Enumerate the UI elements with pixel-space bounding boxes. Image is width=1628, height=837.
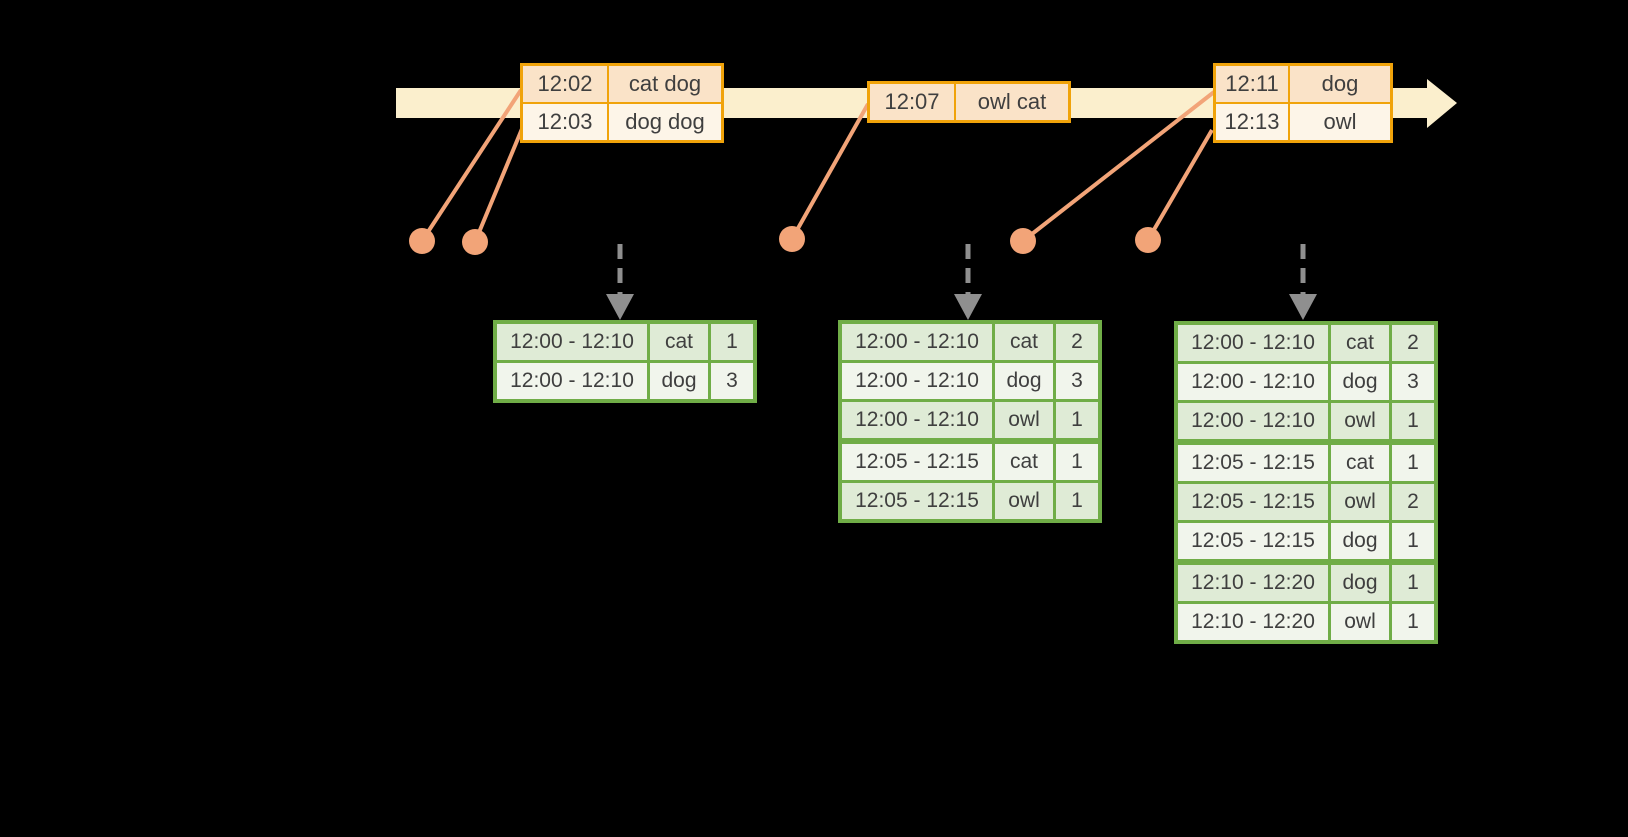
- window-cell: 12:00 - 12:10: [497, 363, 647, 399]
- count-cell: 1: [1056, 444, 1098, 480]
- time-cell: 12:11: [1216, 66, 1288, 102]
- words-cell: dog: [1290, 66, 1390, 102]
- word-cell: cat: [995, 324, 1053, 360]
- time-cell: 12:03: [523, 104, 607, 140]
- count-cell: 3: [1056, 363, 1098, 399]
- window-cell: 12:05 - 12:15: [1178, 484, 1328, 520]
- word-cell: dog: [650, 363, 708, 399]
- window-cell: 12:05 - 12:15: [1178, 523, 1328, 559]
- window-cell: 12:00 - 12:10: [842, 324, 992, 360]
- count-cell: 3: [711, 363, 753, 399]
- word-cell: owl: [995, 402, 1053, 438]
- time-cell: 12:02: [523, 66, 607, 102]
- count-cell: 1: [711, 324, 753, 360]
- window-cell: 12:10 - 12:20: [1178, 604, 1328, 640]
- word-cell: cat: [650, 324, 708, 360]
- count-cell: 1: [1056, 483, 1098, 519]
- event-connector-line: [420, 88, 523, 243]
- word-cell: dog: [1331, 523, 1389, 559]
- words-cell: owl: [1290, 104, 1390, 140]
- event-connector-line: [1146, 128, 1214, 242]
- event-dot: [1135, 227, 1161, 253]
- word-cell: cat: [1331, 445, 1389, 481]
- count-cell: 2: [1392, 484, 1434, 520]
- word-cell: cat: [1331, 325, 1389, 361]
- word-cell: dog: [995, 363, 1053, 399]
- window-cell: 12:10 - 12:20: [1178, 565, 1328, 601]
- window-cell: 12:00 - 12:10: [1178, 325, 1328, 361]
- time-cell: 12:13: [1216, 104, 1288, 140]
- count-cell: 1: [1392, 403, 1434, 439]
- word-cell: cat: [995, 444, 1053, 480]
- word-cell: owl: [1331, 403, 1389, 439]
- window-cell: 12:00 - 12:10: [842, 402, 992, 438]
- count-cell: 1: [1392, 604, 1434, 640]
- window-cell: 12:05 - 12:15: [842, 483, 992, 519]
- window-cell: 12:00 - 12:10: [497, 324, 647, 360]
- count-cell: 1: [1392, 445, 1434, 481]
- word-cell: dog: [1331, 364, 1389, 400]
- count-cell: 1: [1392, 565, 1434, 601]
- window-cell: 12:00 - 12:10: [1178, 403, 1328, 439]
- event-connector-line: [473, 123, 526, 243]
- trigger-arrowhead-icon: [1289, 294, 1317, 320]
- trigger-arrowhead-icon: [606, 294, 634, 320]
- event-dot: [462, 229, 488, 255]
- count-cell: 2: [1056, 324, 1098, 360]
- window-cell: 12:05 - 12:15: [842, 444, 992, 480]
- trigger-arrowhead-icon: [954, 294, 982, 320]
- count-cell: 1: [1056, 402, 1098, 438]
- word-cell: dog: [1331, 565, 1389, 601]
- window-cell: 12:05 - 12:15: [1178, 445, 1328, 481]
- event-connector-line: [790, 103, 870, 240]
- word-cell: owl: [1331, 604, 1389, 640]
- event-dot: [1010, 228, 1036, 254]
- event-dot: [779, 226, 805, 252]
- window-cell: 12:00 - 12:10: [1178, 364, 1328, 400]
- event-dot: [409, 228, 435, 254]
- event-connector-line: [1021, 90, 1216, 243]
- count-cell: 2: [1392, 325, 1434, 361]
- time-cell: 12:07: [870, 84, 954, 120]
- window-cell: 12:00 - 12:10: [842, 363, 992, 399]
- count-cell: 1: [1392, 523, 1434, 559]
- words-cell: owl cat: [956, 84, 1068, 120]
- word-cell: owl: [995, 483, 1053, 519]
- count-cell: 3: [1392, 364, 1434, 400]
- words-cell: dog dog: [609, 104, 721, 140]
- word-cell: owl: [1331, 484, 1389, 520]
- words-cell: cat dog: [609, 66, 721, 102]
